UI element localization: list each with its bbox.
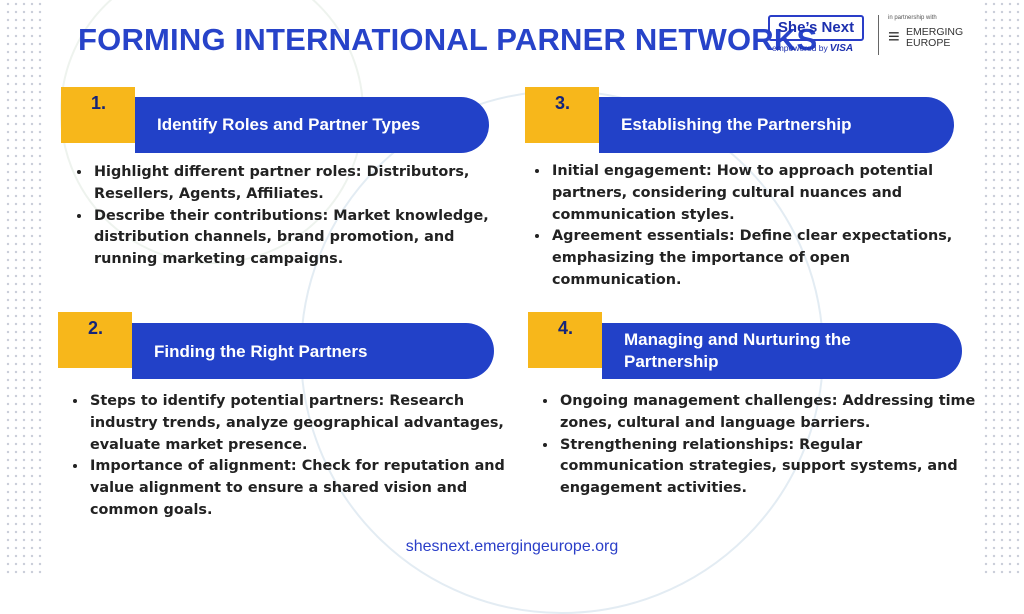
emerging-europe-icon: ≡ bbox=[888, 26, 900, 48]
footer-url: shesnext.emergingeurope.org bbox=[405, 538, 619, 555]
bullet-item: Describe their contributions: Market kno… bbox=[92, 206, 522, 271]
emerging-europe-line2: EUROPE bbox=[906, 37, 951, 49]
bullet-item: Ongoing management challenges: Addressin… bbox=[558, 391, 978, 435]
section-bullets: Ongoing management challenges: Addressin… bbox=[540, 391, 978, 500]
section-number: 1. bbox=[91, 93, 107, 113]
section-heading-line1: Managing and Nurturing the bbox=[624, 330, 851, 349]
section-number-box: 3. bbox=[525, 87, 599, 143]
section-number: 2. bbox=[88, 318, 104, 338]
bullet-item: Initial engagement: How to approach pote… bbox=[550, 161, 980, 226]
section-heading-bar: Managing and Nurturing the Partnership bbox=[602, 323, 962, 379]
bullet-item: Steps to identify potential partners: Re… bbox=[88, 391, 518, 456]
section-number-box: 4. bbox=[528, 312, 602, 368]
bullet-item: Strengthening relationships: Regular com… bbox=[558, 435, 978, 500]
section-number: 3. bbox=[555, 93, 571, 113]
bullet-item: Importance of alignment: Check for reput… bbox=[88, 456, 518, 521]
emerging-europe-line1: EMERGING bbox=[906, 26, 964, 38]
section-bullets: Steps to identify potential partners: Re… bbox=[70, 391, 518, 522]
emerging-europe-logo: EMERGING EUROPE bbox=[906, 27, 963, 49]
section-heading-bar: Finding the Right Partners bbox=[132, 323, 494, 379]
bullet-item: Highlight different partner roles: Distr… bbox=[92, 162, 522, 206]
section-heading-line2: Partnership bbox=[624, 352, 719, 371]
bullet-item: Agreement essentials: Define clear expec… bbox=[550, 226, 980, 291]
empowered-label: empowered by bbox=[772, 43, 828, 53]
section-bullets: Highlight different partner roles: Distr… bbox=[74, 162, 522, 271]
section-number: 4. bbox=[558, 318, 574, 338]
shes-next-logo: She’s Next bbox=[768, 15, 864, 41]
section-heading: Establishing the Partnership bbox=[621, 115, 852, 134]
section-number-box: 1. bbox=[61, 87, 135, 143]
section-heading: Finding the Right Partners bbox=[154, 342, 368, 361]
section-bullets: Initial engagement: How to approach pote… bbox=[532, 161, 980, 292]
visa-logo: VISA bbox=[829, 43, 854, 54]
section-heading-bar: Identify Roles and Partner Types bbox=[135, 97, 489, 153]
page-title: FORMING INTERNATIONAL PARNER NETWORKS bbox=[78, 22, 818, 57]
dot-pattern-left bbox=[4, 0, 42, 576]
partnership-label: in partnership with bbox=[888, 15, 937, 21]
section-heading: Identify Roles and Partner Types bbox=[157, 115, 421, 134]
section-number-box: 2. bbox=[58, 312, 132, 368]
section-heading-bar: Establishing the Partnership bbox=[599, 97, 954, 153]
section-heading: Managing and Nurturing the Partnership bbox=[624, 329, 851, 373]
dot-pattern-right bbox=[982, 0, 1020, 576]
logo-divider bbox=[878, 15, 879, 55]
